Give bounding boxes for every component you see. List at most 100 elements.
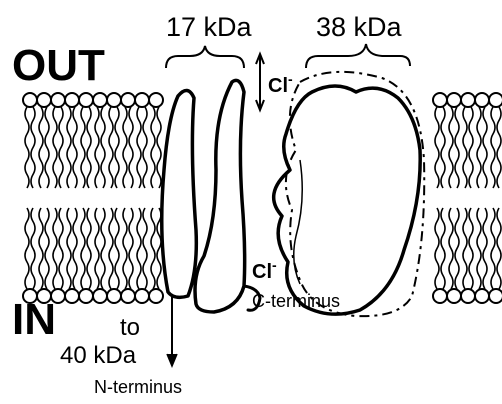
lipid-tail: [67, 107, 71, 188]
helix-left: [162, 90, 197, 297]
lipid-head: [65, 289, 79, 303]
lipid-tail: [463, 208, 467, 289]
lipid-tail: [109, 208, 113, 289]
bracket-17kda: [166, 46, 244, 68]
bracket-38kda: [306, 44, 410, 68]
lipid-tail: [81, 208, 85, 289]
lipid-tail: [469, 107, 473, 188]
lipid-head: [149, 93, 163, 107]
lipid-tail: [67, 208, 71, 289]
lipid-tail: [151, 107, 155, 188]
lipid-tail: [151, 208, 155, 289]
lipid-head: [51, 93, 65, 107]
lipid-tail: [39, 208, 43, 289]
lipid-tail: [87, 107, 91, 188]
lipid-tail: [477, 208, 481, 289]
lipid-tail: [143, 208, 147, 289]
n-terminus-label: N-terminus: [94, 378, 182, 396]
lipid-tail: [491, 208, 495, 289]
lipid-tail: [483, 107, 487, 188]
to-label: to: [120, 316, 140, 340]
lipid-tail: [435, 208, 439, 289]
lipid-tail: [31, 208, 35, 289]
lipid-tail: [101, 107, 105, 188]
lipid-tail: [157, 107, 161, 188]
lipid-tail: [497, 208, 501, 289]
chloride-ion-outside: Cl-: [268, 76, 293, 96]
lipid-tail: [25, 208, 29, 289]
lipid-head: [121, 289, 135, 303]
c-terminus-label: C-terminus: [252, 292, 340, 310]
lipid-tail: [81, 107, 85, 188]
lipid-tail: [109, 107, 113, 188]
lipid-tail: [123, 107, 127, 188]
lipid-head: [489, 289, 502, 303]
lipid-head: [475, 289, 489, 303]
lipid-tail: [129, 208, 133, 289]
lipid-head: [107, 289, 121, 303]
lipid-tail: [455, 107, 459, 188]
lipid-tail: [87, 208, 91, 289]
lipid-head: [23, 93, 37, 107]
lipid-head: [447, 289, 461, 303]
lipid-tail: [115, 208, 119, 289]
lipid-tail: [129, 107, 133, 188]
lipid-tail: [477, 107, 481, 188]
mass-38kda-label: 38 kDa: [316, 14, 402, 41]
chloride-ion-inside-charge: -: [272, 257, 277, 273]
lipid-tail: [137, 208, 141, 289]
lipid-tail: [435, 107, 439, 188]
lipid-tail: [483, 208, 487, 289]
lipid-head: [135, 93, 149, 107]
lipid-head: [149, 289, 163, 303]
lipid-tail: [59, 208, 63, 289]
chloride-ion-outside-symbol: Cl: [268, 75, 288, 97]
lipid-head: [107, 93, 121, 107]
lipid-head: [121, 93, 135, 107]
lipid-head: [475, 93, 489, 107]
lipid-head: [79, 289, 93, 303]
lipid-head: [37, 93, 51, 107]
lipid-tail: [53, 208, 57, 289]
lipid-tail: [123, 208, 127, 289]
lipid-tail: [137, 107, 141, 188]
lipid-head: [93, 289, 107, 303]
lipid-head: [79, 93, 93, 107]
lipid-tail: [441, 208, 445, 289]
lipid-tail: [31, 107, 35, 188]
lipid-tail: [491, 107, 495, 188]
lipid-tail: [39, 107, 43, 188]
lipid-head: [461, 93, 475, 107]
lipid-tail: [441, 107, 445, 188]
outside-label: OUT: [12, 44, 105, 88]
inside-label: IN: [12, 298, 56, 342]
lipid-tail: [73, 107, 77, 188]
lipid-tail: [449, 107, 453, 188]
lipid-tail: [143, 107, 147, 188]
lipid-tail: [455, 208, 459, 289]
lipid-tail: [449, 208, 453, 289]
lipid-tail: [95, 107, 99, 188]
lipid-tail: [45, 208, 49, 289]
lipid-head: [433, 289, 447, 303]
lipid-tail: [53, 107, 57, 188]
lipid-head: [65, 93, 79, 107]
extension-mass-label: 40 kDa: [60, 344, 136, 368]
lipid-head: [461, 289, 475, 303]
chloride-ion-outside-charge: -: [288, 71, 293, 87]
lipid-tail: [25, 107, 29, 188]
lipid-tail: [45, 107, 49, 188]
mass-17kda-label: 17 kDa: [166, 14, 252, 41]
lipid-tail: [115, 107, 119, 188]
lipid-head: [447, 93, 461, 107]
lipid-head: [135, 289, 149, 303]
lipid-tail: [59, 107, 63, 188]
lipid-head: [433, 93, 447, 107]
lipid-tail: [497, 107, 501, 188]
chloride-ion-inside: Cl-: [252, 262, 277, 282]
subunit-38kda-dashed: [286, 72, 424, 316]
lipid-head: [93, 93, 107, 107]
lipid-tail: [101, 208, 105, 289]
lipid-tail: [73, 208, 77, 289]
